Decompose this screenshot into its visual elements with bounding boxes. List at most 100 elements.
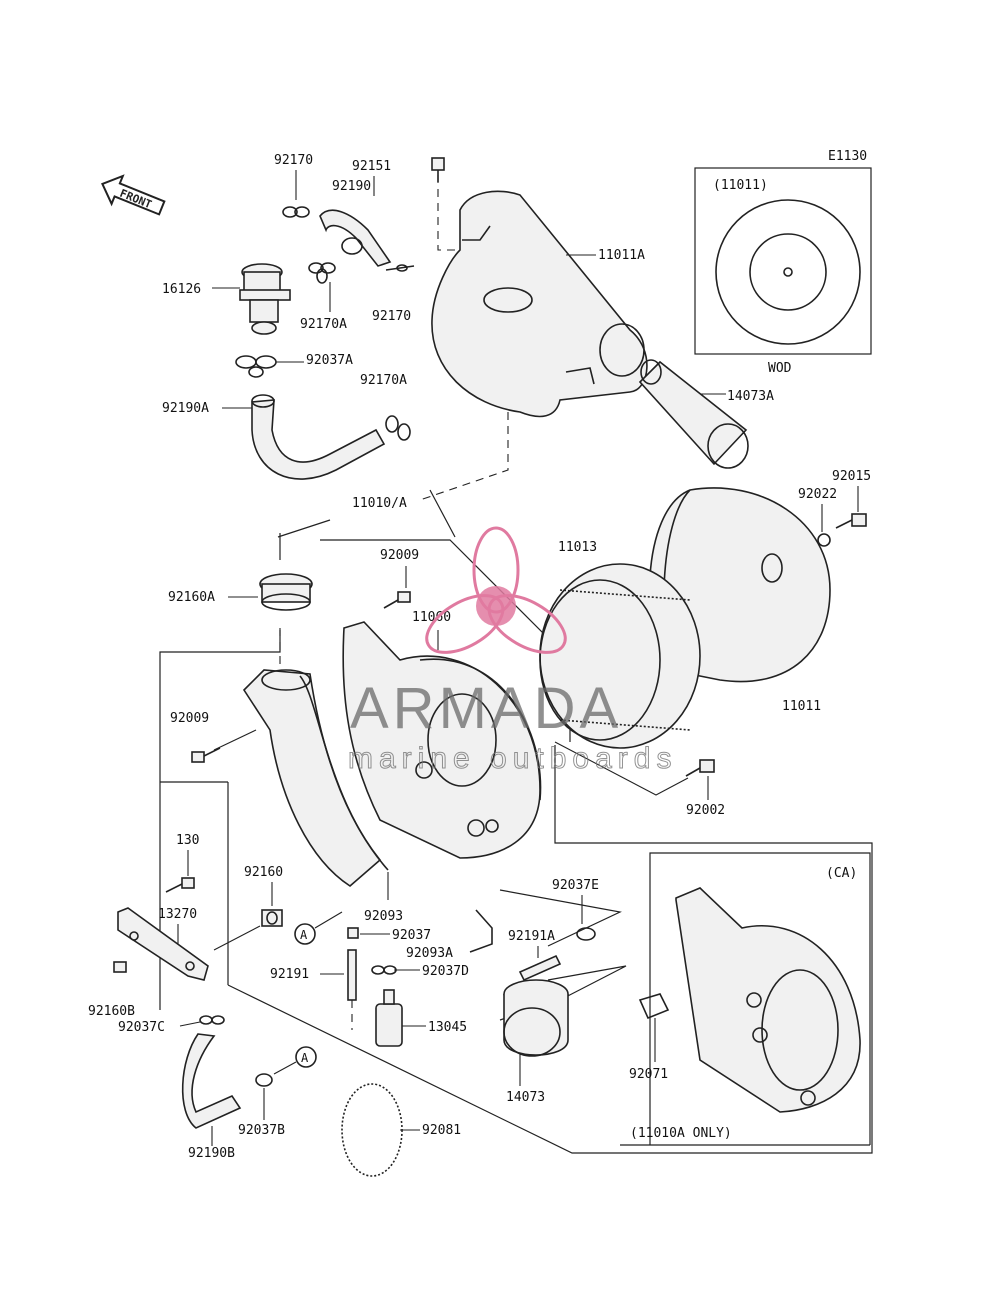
label-92190A: 92190A	[162, 401, 209, 416]
bolt-130	[165, 877, 195, 893]
svg-text:A: A	[301, 1051, 309, 1065]
washer-92022	[817, 533, 831, 547]
label-92037A: 92037A	[306, 353, 353, 368]
wire-92093A	[469, 909, 493, 953]
callout-a-upper: A	[294, 923, 316, 945]
label-13270: 13270	[158, 907, 197, 922]
label-92037: 92037	[392, 928, 431, 943]
clip-92037	[347, 927, 359, 939]
bolt-92009-left	[191, 747, 221, 763]
clip-92037D	[371, 965, 397, 975]
label-92093: 92093	[364, 909, 403, 924]
case-11010	[342, 621, 542, 859]
label-92191A: 92191A	[508, 929, 555, 944]
hose-92151-fitting	[385, 264, 415, 272]
clip-92037B	[255, 1073, 273, 1087]
label-92151: 92151	[352, 159, 391, 174]
hose-92190	[319, 209, 392, 267]
filter-cover-wod-mid	[749, 233, 827, 311]
label-11010A: 11010/A	[352, 496, 407, 511]
hose-92190B	[181, 1033, 242, 1129]
label-92170A-b: 92170A	[360, 373, 407, 388]
label-92037D: 92037D	[422, 964, 469, 979]
label-92071: 92071	[629, 1067, 668, 1082]
ca-case-opening	[761, 969, 839, 1091]
housing-11011A	[431, 190, 648, 418]
label-92191: 92191	[270, 967, 309, 982]
watermark-tagline: marine outboards	[348, 742, 677, 775]
label-92022: 92022	[798, 487, 837, 502]
label-92160B: 92160B	[88, 1004, 135, 1019]
label-16126: 16126	[162, 282, 201, 297]
drawing-code: E1130	[828, 149, 867, 164]
filter-cover-wod-center	[783, 267, 793, 277]
clip-92037C	[199, 1015, 225, 1025]
label-11013: 11013	[558, 540, 597, 555]
label-92081: 92081	[422, 1123, 461, 1138]
clip-92170A-b	[385, 415, 411, 441]
label-11011: 11011	[782, 699, 821, 714]
label-14073: 14073	[506, 1090, 545, 1105]
clip-92037E	[576, 927, 596, 941]
svg-text:A: A	[300, 928, 308, 942]
inset-ca-frame	[649, 852, 871, 1145]
filter-element-11013	[539, 563, 701, 749]
label-92190B: 92190B	[188, 1146, 235, 1161]
inset-wod-header: (11011)	[713, 178, 768, 193]
label-92009-top: 92009	[380, 548, 419, 563]
ca-case-body	[675, 887, 861, 1113]
bolt-top	[431, 157, 445, 182]
part-92071-fitting	[638, 993, 670, 1020]
valve-16126	[239, 263, 291, 335]
hose-92190A	[251, 399, 386, 480]
inset-ca-header: (CA)	[826, 866, 857, 881]
bracket-13270	[117, 907, 209, 981]
clip-92170-top	[282, 206, 310, 218]
filter-cover-wod-outer	[715, 199, 861, 345]
label-92015: 92015	[832, 469, 871, 484]
nut-92015	[835, 513, 867, 529]
bolt-92002	[685, 759, 715, 777]
label-92170-top: 92170	[274, 153, 313, 168]
label-92037E: 92037E	[552, 878, 599, 893]
label-92160A: 92160A	[168, 590, 215, 605]
inset-ca: (CA) 92071 (11010A ONLY)	[620, 852, 871, 1146]
label-92037C: 92037C	[118, 1020, 165, 1035]
duct-11010	[242, 669, 389, 887]
callout-a-lower: A	[295, 1046, 317, 1068]
label-13045: 13045	[428, 1020, 467, 1035]
label-92093A: 92093A	[406, 946, 453, 961]
label-14073A: 14073A	[727, 389, 774, 404]
label-92002: 92002	[686, 803, 725, 818]
inset-wod-frame	[694, 167, 872, 355]
clip-92170A-a	[308, 262, 336, 284]
group-frame-right	[227, 745, 873, 1154]
tube-92191A	[518, 954, 562, 982]
label-92170A-a: 92170A	[300, 317, 347, 332]
watermark-brand: ARMADA	[350, 676, 622, 741]
grommet-92160A	[259, 573, 313, 611]
inset-wod: (11011) WOD	[694, 167, 872, 376]
ring-92081	[341, 1083, 403, 1177]
duct-14073	[503, 979, 569, 1057]
inset-wod-footer: WOD	[768, 361, 792, 376]
tube-92191	[347, 949, 357, 1001]
propeller-logo-icon	[425, 526, 567, 654]
label-11011A: 11011A	[598, 248, 645, 263]
intake-14073A	[638, 359, 749, 469]
armada-watermark: ARMADA marine outboards	[348, 526, 677, 776]
bolt-92009-top	[383, 591, 411, 609]
clip-92037A	[235, 355, 277, 378]
label-130: 130	[176, 833, 199, 848]
label-92170-b: 92170	[372, 309, 411, 324]
label-92190: 92190	[332, 179, 371, 194]
front-arrow-icon: FRONT	[101, 174, 166, 216]
grommet-92160B	[113, 961, 127, 973]
label-92160: 92160	[244, 865, 283, 880]
drain-13045	[375, 989, 403, 1047]
label-92009-left: 92009	[170, 711, 209, 726]
inset-ca-footer: (11010A ONLY)	[630, 1126, 732, 1141]
label-92037B: 92037B	[238, 1123, 285, 1138]
